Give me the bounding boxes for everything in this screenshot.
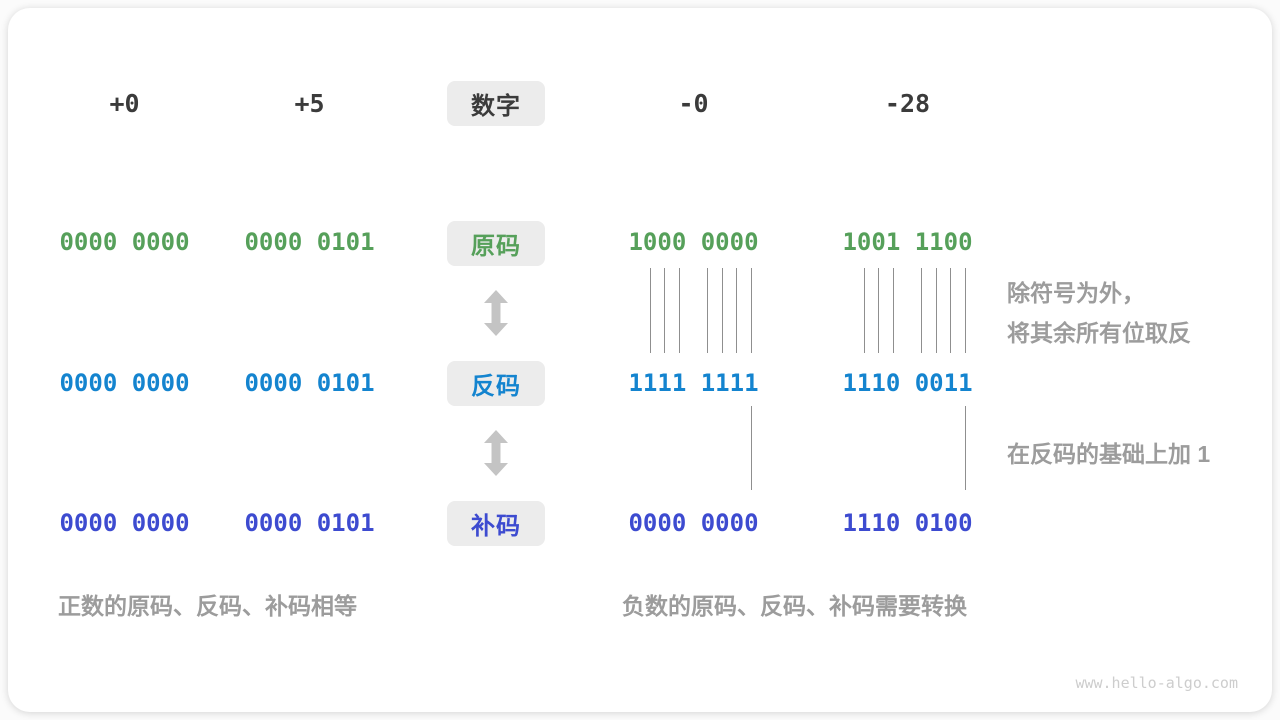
twos-complement-plus0: 0000 0000 (59, 509, 190, 537)
number-label-box: 数字 (447, 81, 545, 126)
invert-annotation-line2: 将其余所有位取反 (1007, 320, 1191, 346)
swap-arrow-icon (483, 290, 509, 336)
bit-connector-line (893, 268, 894, 353)
positive-numbers-caption: 正数的原码、反码、补码相等 (58, 593, 357, 619)
twos-complement-minus0: 0000 0000 (628, 509, 759, 537)
diagram-card (8, 8, 1272, 712)
header-minus-0: -0 (678, 89, 709, 118)
sign-magnitude-minus28: 1001 1100 (842, 228, 973, 256)
ones-complement-minus0: 1111 1111 (628, 369, 759, 397)
bit-connector-line (878, 268, 879, 353)
invert-annotation-line1: 除符号为外， (1007, 280, 1145, 306)
bit-connector-line (650, 268, 651, 353)
bit-connector-line (707, 268, 708, 353)
add-one-annotation: 在反码的基础上加 1 (1007, 441, 1211, 467)
add-one-connector-line-minus28 (965, 406, 966, 490)
twos-complement-label-box: 补码 (447, 501, 545, 546)
bit-connector-line (936, 268, 937, 353)
bit-connector-line (751, 268, 752, 353)
bit-connector-line (950, 268, 951, 353)
header-minus-28: -28 (884, 89, 931, 118)
ones-complement-minus28: 1110 0011 (842, 369, 973, 397)
ones-complement-plus0: 0000 0000 (59, 369, 190, 397)
sign-magnitude-label-box: 原码 (447, 221, 545, 266)
bit-connector-line (664, 268, 665, 353)
ones-complement-label-box: 反码 (447, 361, 545, 406)
add-one-connector-line-minus0 (751, 406, 752, 490)
header-plus-5: +5 (294, 89, 325, 118)
bit-connector-line (965, 268, 966, 353)
sign-magnitude-plus0: 0000 0000 (59, 228, 190, 256)
bit-connector-line (722, 268, 723, 353)
bit-connector-line (864, 268, 865, 353)
bit-connector-line (736, 268, 737, 353)
swap-arrow-icon (483, 430, 509, 476)
header-plus-0: +0 (109, 89, 140, 118)
negative-numbers-caption: 负数的原码、反码、补码需要转换 (622, 593, 967, 619)
twos-complement-plus5: 0000 0101 (244, 509, 375, 537)
twos-complement-minus28: 1110 0100 (842, 509, 973, 537)
ones-complement-plus5: 0000 0101 (244, 369, 375, 397)
bit-connector-line (921, 268, 922, 353)
sign-magnitude-plus5: 0000 0101 (244, 228, 375, 256)
sign-magnitude-minus0: 1000 0000 (628, 228, 759, 256)
bit-connector-line (679, 268, 680, 353)
watermark-url: www.hello-algo.com (1075, 674, 1238, 692)
